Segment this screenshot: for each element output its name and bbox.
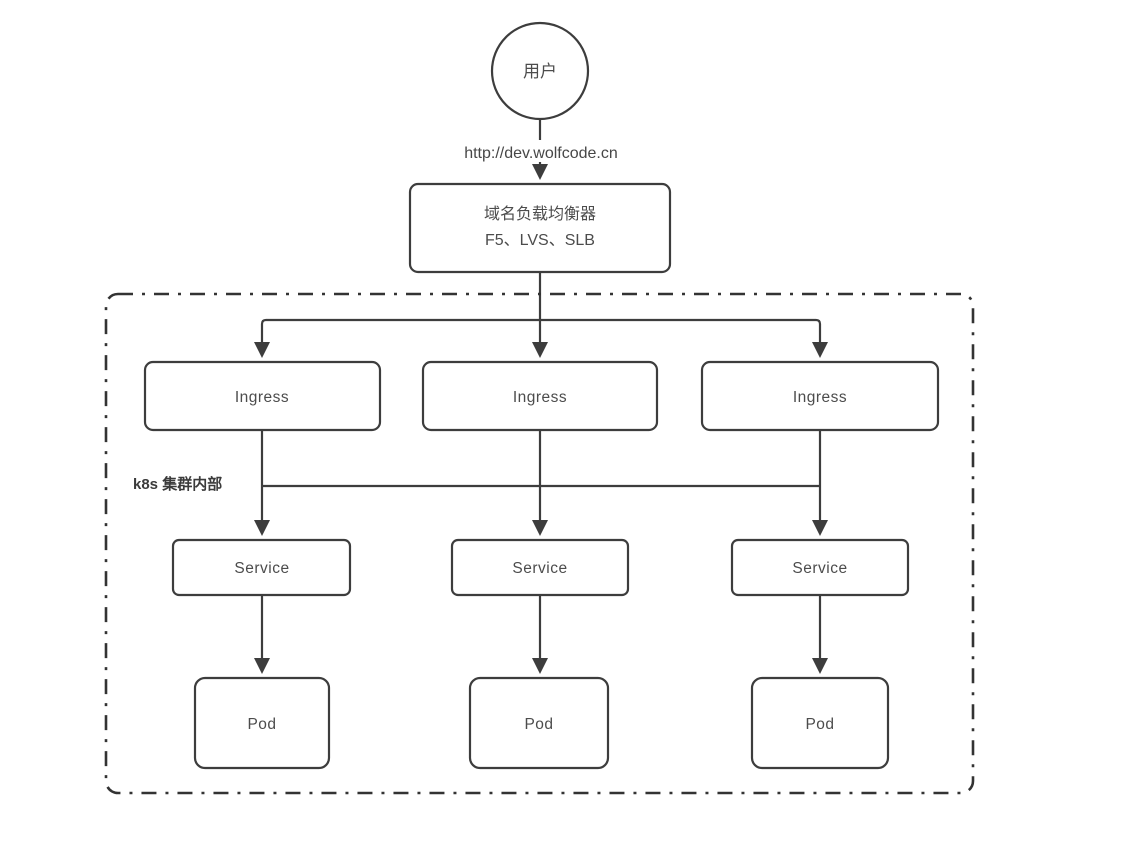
ingress-node-2-label: Ingress xyxy=(513,389,567,406)
pod-node-1-label: Pod xyxy=(247,716,276,733)
load-balancer-node xyxy=(408,182,672,274)
pod-node-2 xyxy=(468,676,610,770)
service-node-2 xyxy=(450,538,630,597)
load-balancer-subtitle: F5、LVS、SLB xyxy=(485,232,595,249)
edge-loadbalancer-to-ingress-3 xyxy=(540,318,828,358)
pod-node-3 xyxy=(750,676,890,770)
service-node-3-label: Service xyxy=(792,560,847,577)
url-label-backdrop xyxy=(443,140,641,162)
ingress-node-2 xyxy=(421,360,659,432)
service-node-1-label: Service xyxy=(234,560,289,577)
user-node xyxy=(490,21,590,121)
pod-node-1 xyxy=(193,676,331,770)
ingress-node-1-label: Ingress xyxy=(235,389,289,406)
request-url-label: http://dev.wolfcode.cn xyxy=(464,145,618,162)
pod-node-2-label: Pod xyxy=(524,716,553,733)
service-node-2-label: Service xyxy=(512,560,567,577)
service-node-1 xyxy=(171,538,352,597)
service-node-3 xyxy=(730,538,910,597)
edge-loadbalancer-to-ingress-1 xyxy=(254,318,540,358)
k8s-cluster-label: k8s 集群内部 xyxy=(133,475,222,493)
load-balancer-title: 域名负载均衡器 xyxy=(484,205,596,223)
user-node-label: 用户 xyxy=(523,62,557,81)
k8s-cluster-boundary xyxy=(104,292,975,795)
pod-node-3-label: Pod xyxy=(805,716,834,733)
ingress-node-3-label: Ingress xyxy=(793,389,847,406)
ingress-node-1 xyxy=(143,360,382,432)
ingress-node-3 xyxy=(700,360,940,432)
